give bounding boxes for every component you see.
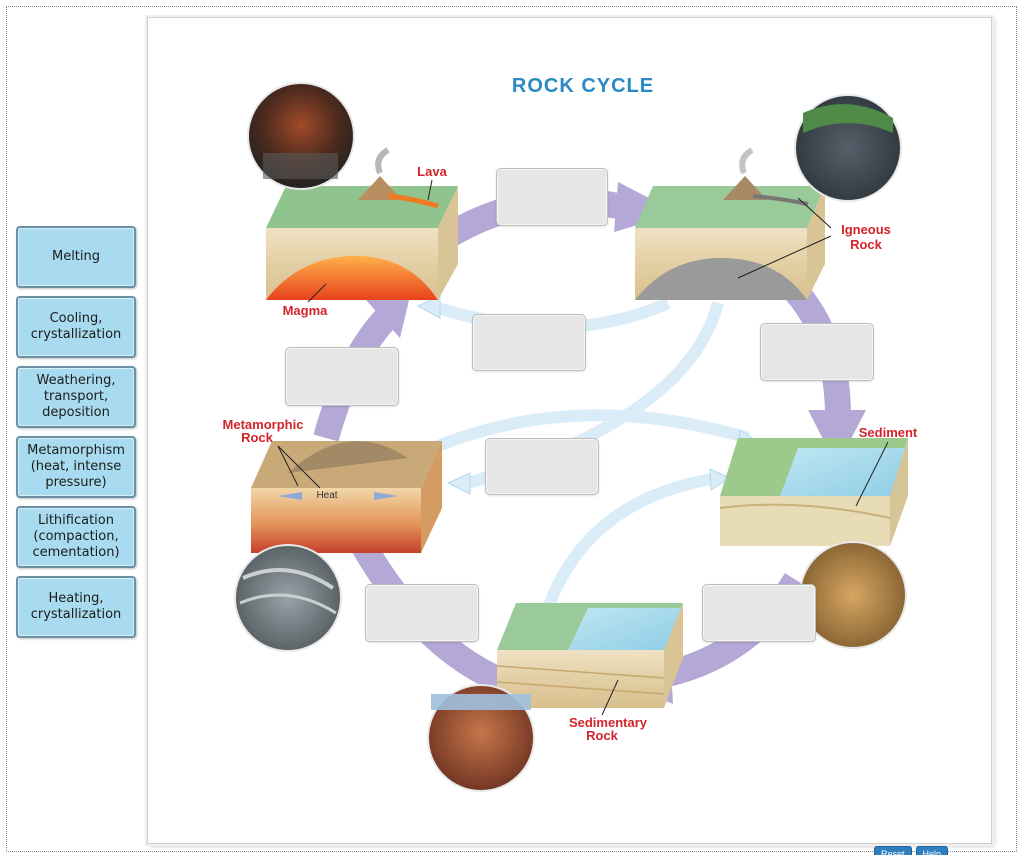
photo-igneous-rock — [794, 94, 902, 202]
label-chip-cooling-crystallization[interactable]: Cooling, crystallization — [16, 296, 136, 358]
metamorphic-rock-label-line1: Metamorphic — [223, 417, 304, 432]
block-sediment — [719, 438, 908, 546]
leader-lines — [277, 179, 889, 716]
label-chip-melting[interactable]: Melting — [16, 226, 136, 288]
label-chip-metamorphism[interactable]: Metamorphism (heat, intense pressure) — [16, 436, 136, 498]
drop-target-6[interactable] — [365, 584, 479, 642]
drop-target-2[interactable] — [472, 314, 586, 371]
metamorphic-rock-label-line2: Rock — [241, 430, 274, 445]
block-igneous — [635, 147, 825, 300]
activity-frame — [6, 6, 1017, 852]
bottom-button-bar: Reset Help — [874, 846, 949, 855]
magma-label: Magma — [283, 303, 329, 318]
rock-cycle-diagram: ROCK CYCLE — [223, 75, 918, 792]
block-metamorphic: Heat — [251, 441, 442, 553]
drop-target-7[interactable] — [702, 584, 816, 642]
igneous-rock-label-line1: Igneous — [841, 222, 891, 237]
sedimentary-rock-label-line2: Rock — [586, 728, 619, 743]
drop-target-5[interactable] — [485, 438, 599, 495]
label-chip-weathering[interactable]: Weathering, transport, deposition — [16, 366, 136, 428]
red-labels: Lava Magma Igneous Rock Sediment Metamor… — [223, 164, 918, 743]
block-sedimentary — [496, 603, 683, 708]
drop-target-4[interactable] — [285, 347, 399, 406]
igneous-rock-label-line2: Rock — [850, 237, 883, 252]
block-magma — [266, 147, 458, 300]
help-button[interactable]: Help — [915, 846, 949, 855]
photo-lava-flow — [247, 82, 355, 190]
reset-button[interactable]: Reset — [874, 846, 912, 855]
sedimentary-rock-label-line1: Sedimentary — [569, 715, 648, 730]
drop-target-1[interactable] — [496, 168, 608, 226]
heat-label: Heat — [316, 490, 337, 501]
photo-canyon — [427, 684, 535, 792]
photo-metamorphic-rock — [234, 544, 342, 652]
drop-target-3[interactable] — [760, 323, 874, 381]
lava-label: Lava — [417, 164, 447, 179]
diagram-title: ROCK CYCLE — [512, 75, 654, 97]
label-chip-heating-crystallization[interactable]: Heating, crystallization — [16, 576, 136, 638]
diagram-stage: ROCK CYCLE — [147, 17, 992, 844]
sediment-label: Sediment — [859, 425, 918, 440]
label-chip-lithification[interactable]: Lithification (compaction, cementation) — [16, 506, 136, 568]
